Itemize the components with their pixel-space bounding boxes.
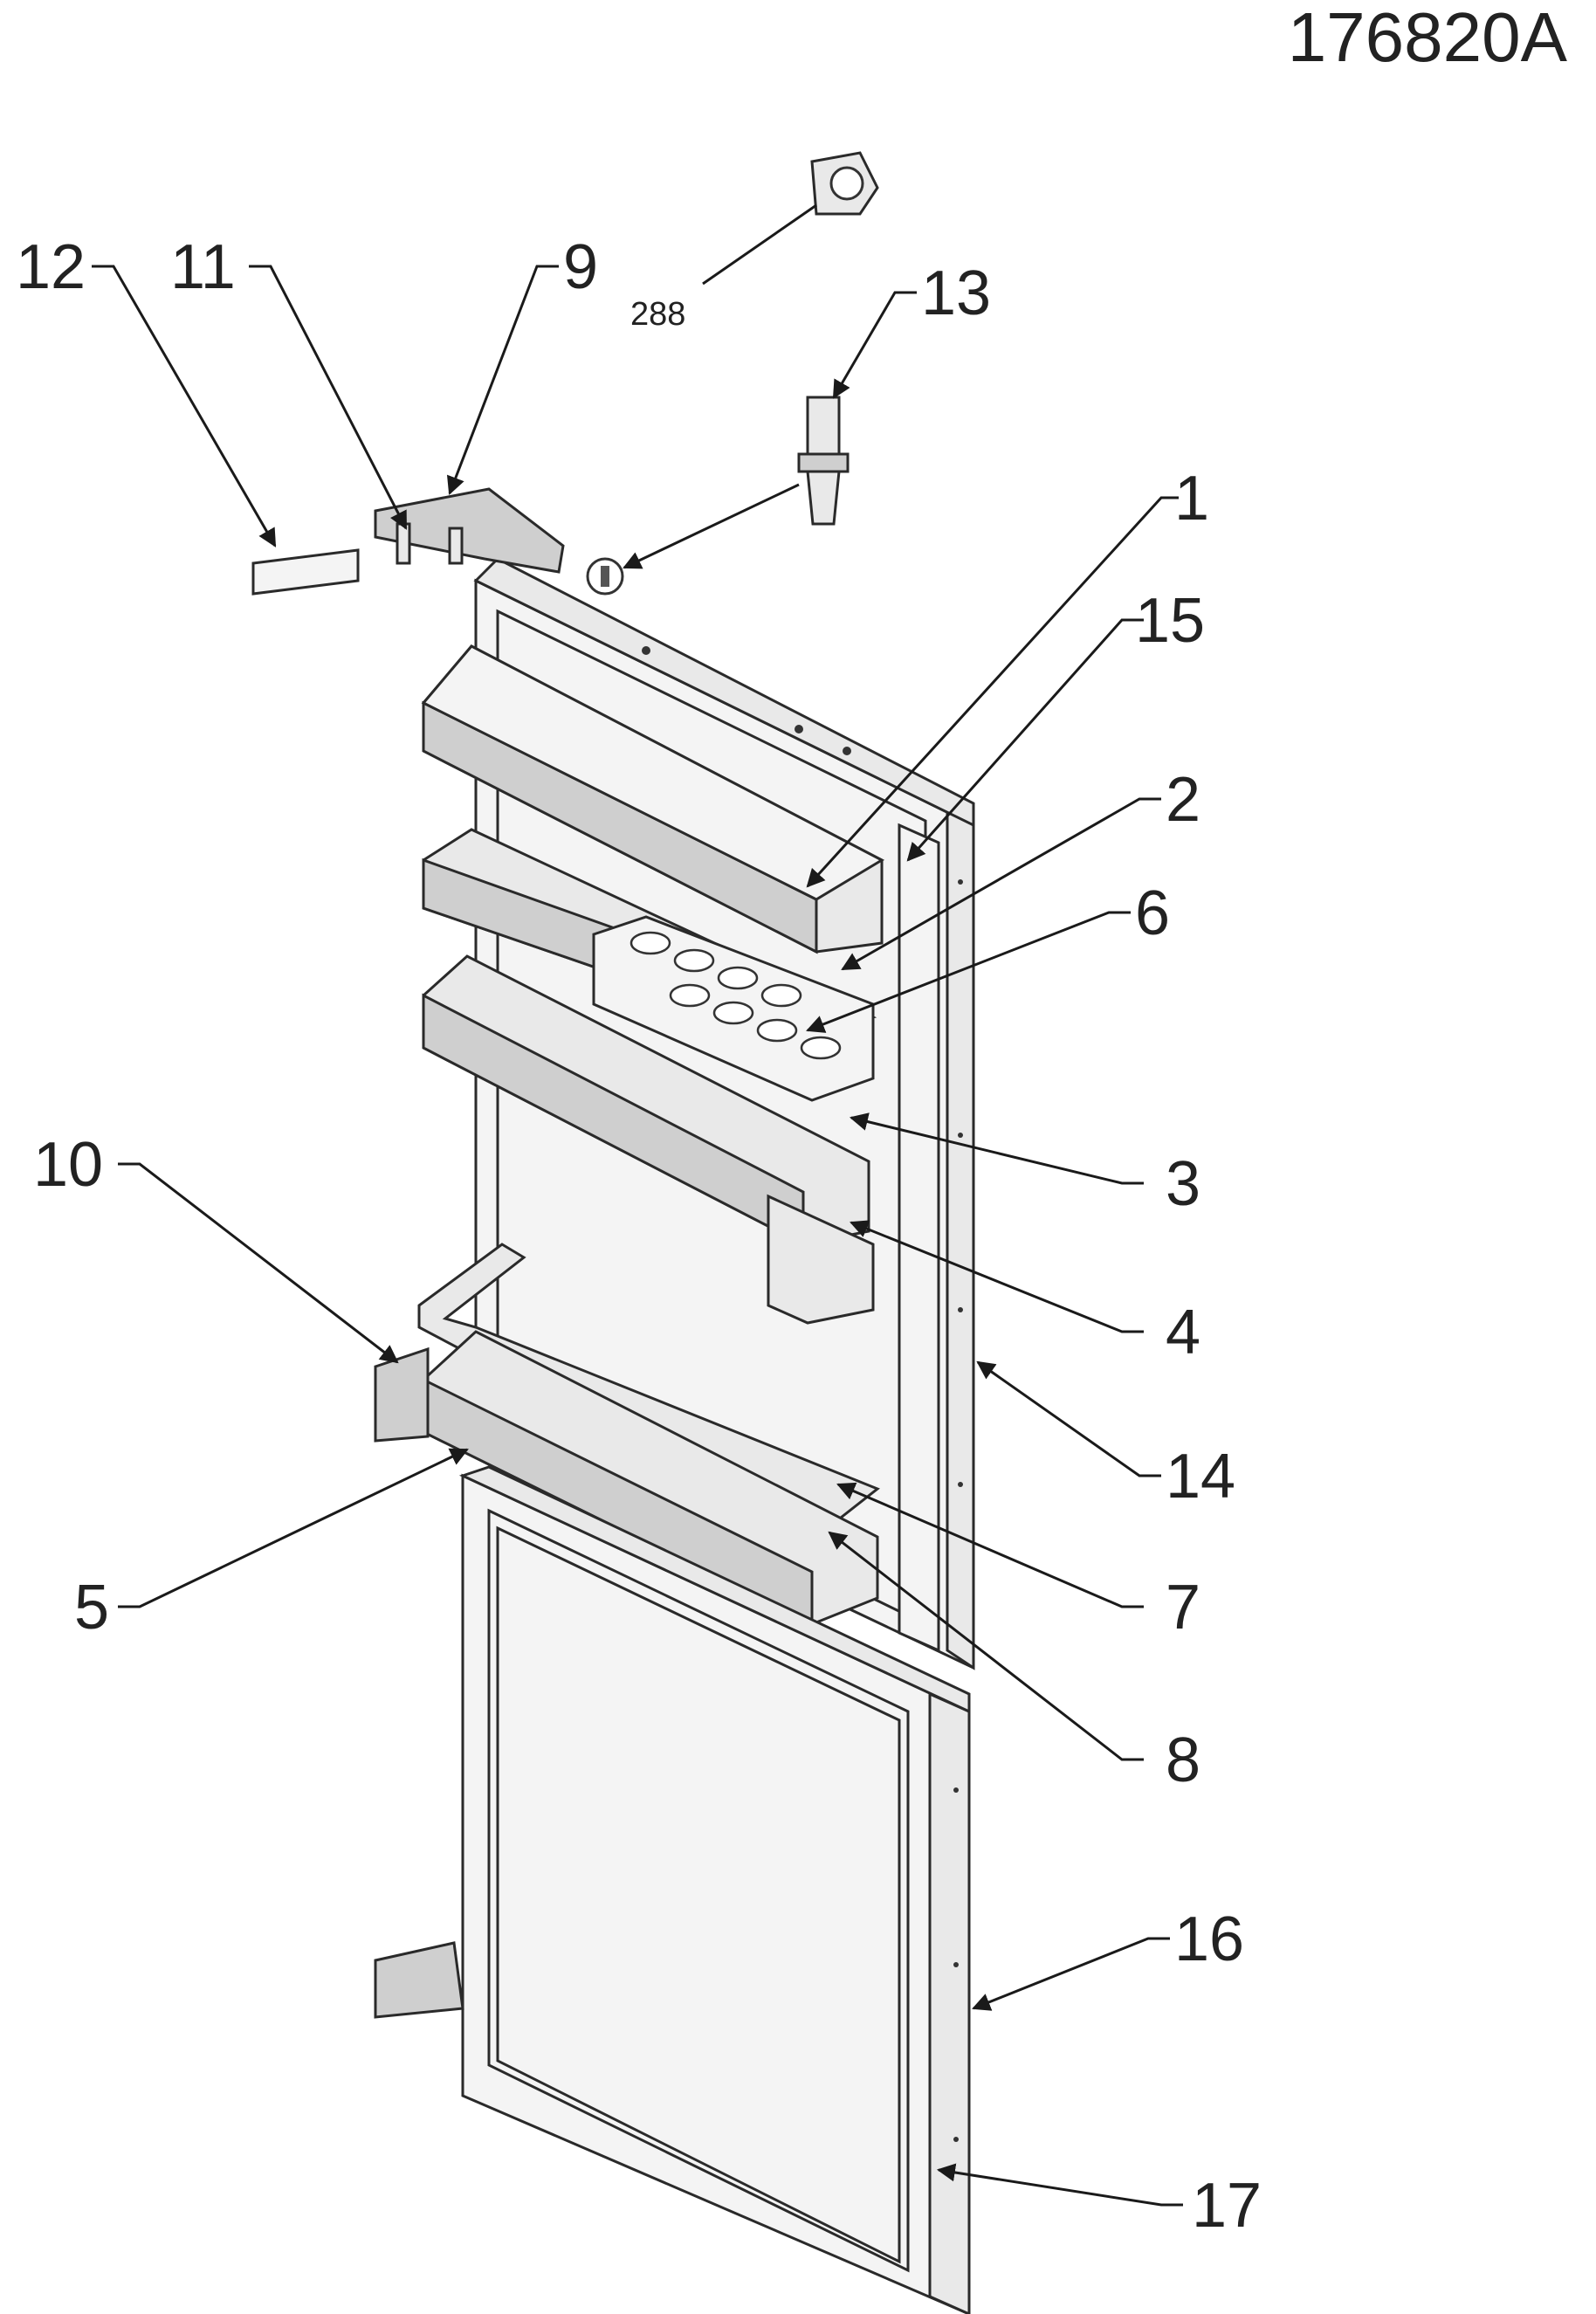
leader-14 <box>976 1360 1161 1477</box>
leader-12 <box>92 265 277 548</box>
leader-13b <box>623 483 800 569</box>
callout-3: 3 <box>1166 1149 1200 1219</box>
callout-1: 1 <box>1174 464 1209 534</box>
leader-7 <box>836 1482 1144 1608</box>
pin-location-marker <box>586 557 624 596</box>
leader-4 <box>850 1220 1144 1333</box>
callout-10: 10 <box>33 1130 103 1200</box>
leader-1 <box>806 496 1179 888</box>
callout-12: 12 <box>16 232 86 302</box>
accessory-leader <box>702 203 817 286</box>
egg-tray <box>592 915 875 1102</box>
accessory-part <box>810 151 879 216</box>
callout-8: 8 <box>1166 1725 1200 1795</box>
callout-2: 2 <box>1166 765 1200 835</box>
door-shelf-1 <box>421 644 885 954</box>
callout-16: 16 <box>1174 1904 1244 1974</box>
leader-13 <box>832 291 917 399</box>
leader-10 <box>118 1162 399 1364</box>
callout-4: 4 <box>1166 1298 1200 1367</box>
lower-hinge <box>374 1941 464 2019</box>
leader-8 <box>828 1531 1144 1761</box>
leader-16 <box>972 1937 1170 2011</box>
middle-hinge <box>374 1346 430 1443</box>
leader-15 <box>906 618 1144 862</box>
hinge-cover <box>251 548 360 596</box>
leader-3 <box>849 1112 1144 1185</box>
leader-6 <box>806 911 1131 1033</box>
callout-11: 11 <box>170 232 236 302</box>
accessory-ref-label: 288 <box>630 296 685 333</box>
callout-13: 13 <box>921 258 991 328</box>
callout-5: 5 <box>74 1573 109 1643</box>
callout-14: 14 <box>1166 1442 1235 1512</box>
callout-15: 15 <box>1135 586 1205 656</box>
lower-door <box>458 1465 971 2314</box>
callout-6: 6 <box>1135 878 1170 948</box>
hinge-pin <box>797 396 850 526</box>
leader-5 <box>118 1448 469 1608</box>
leader-9 <box>446 265 559 495</box>
callout-9: 9 <box>563 232 598 302</box>
callout-17: 17 <box>1192 2171 1262 2241</box>
callout-7: 7 <box>1166 1573 1200 1643</box>
leader-11 <box>249 265 408 530</box>
drawing-number: 176820A <box>1288 0 1568 76</box>
leader-17 <box>936 2163 1183 2207</box>
top-hinge <box>374 487 565 574</box>
leader-2 <box>841 797 1161 971</box>
